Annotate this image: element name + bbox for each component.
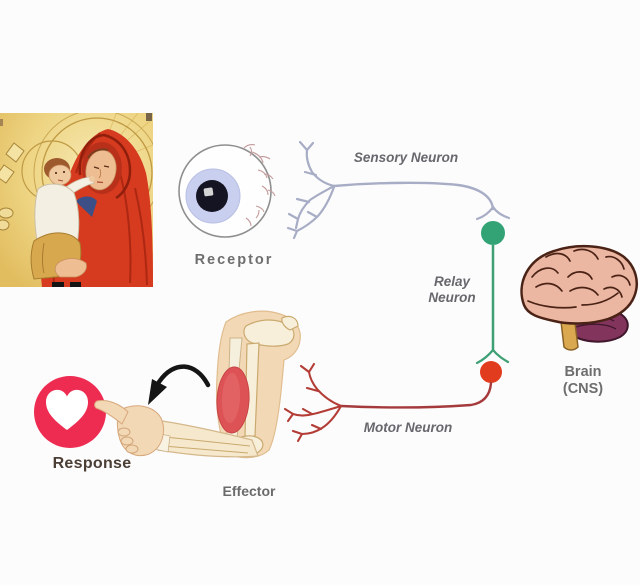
arm-muscle-effector-illustration — [94, 310, 301, 459]
pointing-hand-illustration — [94, 400, 164, 457]
brain-cns-label: Brain (CNS) — [563, 364, 603, 398]
brain-label-line2: (CNS) — [562, 381, 604, 397]
sensory-neuron-label: Sensory Neuron — [353, 150, 459, 165]
motor-neuron-path — [283, 362, 493, 443]
effector-label: Effector — [222, 483, 276, 499]
receptor-label: Receptor — [194, 252, 274, 268]
heart-like-button-icon — [34, 376, 106, 448]
eye-highlight — [203, 187, 214, 197]
brain-label-line1: Brain — [564, 364, 602, 380]
relay-label-line2: Neuron — [428, 290, 476, 305]
relay-neuron-label: Relay Neuron — [428, 274, 475, 306]
brain-gyri — [527, 248, 631, 309]
relay-neuron-path — [475, 221, 510, 383]
motor-neuron-label: Motor Neuron — [363, 420, 453, 435]
flex-arrow-icon — [148, 364, 211, 405]
eye-veins — [243, 144, 276, 227]
brain-cns-illustration — [520, 245, 638, 351]
index-finger — [94, 400, 129, 425]
cerebrum — [520, 245, 638, 325]
eye-pupil — [196, 180, 228, 212]
motor-cell-body — [480, 361, 502, 383]
heart-icon — [46, 389, 88, 430]
relay-label-line1: Relay — [433, 274, 471, 289]
sensory-neuron-path — [286, 140, 511, 240]
eyeball-receptor-illustration — [178, 144, 276, 238]
relay-cell-body — [481, 221, 505, 245]
madonna-and-child-painting-image — [0, 113, 153, 287]
response-label: Response — [52, 455, 132, 472]
